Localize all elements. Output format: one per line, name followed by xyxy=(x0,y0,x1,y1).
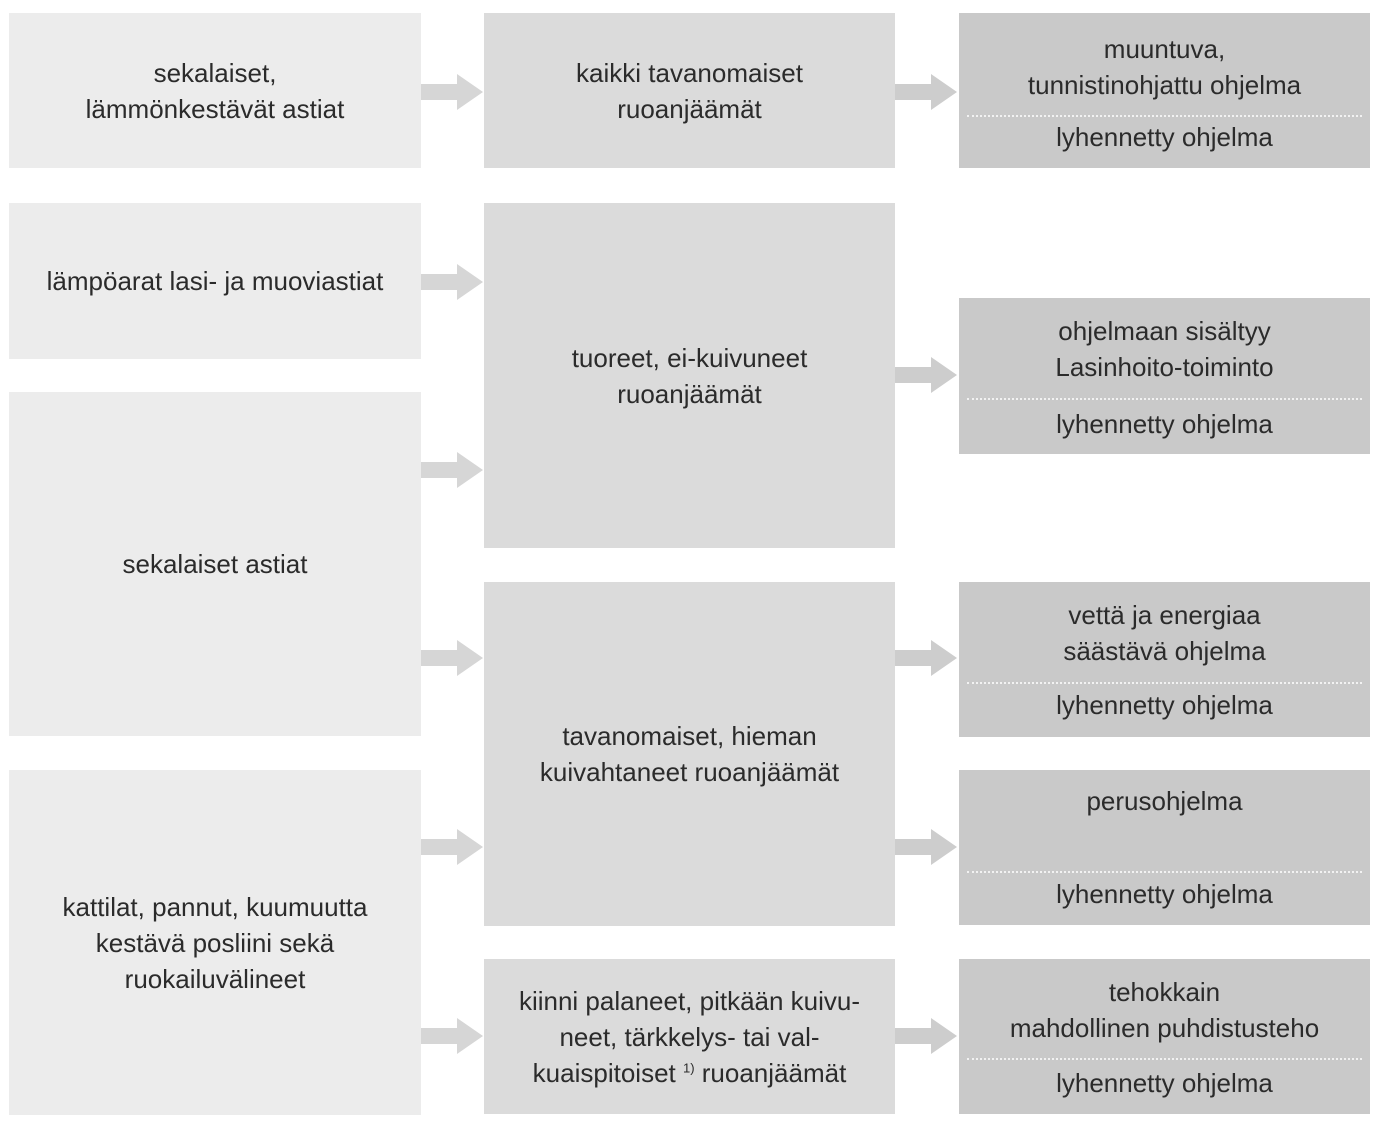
program-box-1-main: muuntuva, tunnistinohjattu ohjelma xyxy=(959,29,1370,105)
program-box-2-short-label: lyhennetty ohjelma xyxy=(1056,409,1273,439)
program-box-4-short-label: lyhennetty ohjelma xyxy=(1056,879,1273,909)
dishes-box-4-line-2: kestävä posliini sekä xyxy=(95,927,335,958)
soiling-box-4-line-3b: ruoanjäämät xyxy=(694,1057,847,1088)
dishes-box-1-line-2: lämmönkestävät astiat xyxy=(85,93,345,124)
dishes-box-4-line-1: kattilat, pannut, kuumuutta xyxy=(62,891,368,922)
program-box-2-main: ohjelmaan sisältyy Lasinhoito-toiminto xyxy=(959,313,1370,385)
program-box-4-short: lyhennetty ohjelma xyxy=(959,876,1370,912)
program-box-3-main: vettä ja energiaa säästävä ohjelma xyxy=(959,595,1370,671)
soiling-box-1-line-1: kaikki tavanomaiset xyxy=(576,57,803,88)
arrow-right-icon xyxy=(895,1018,957,1054)
program-box-1-short-label: lyhennetty ohjelma xyxy=(1056,122,1273,152)
arrow-right-icon xyxy=(895,74,957,110)
program-box-1-line-2: tunnistinohjattu ohjelma xyxy=(1027,70,1302,100)
soiling-box-4: kiinni palaneet, pitkään kuivu- neet, tä… xyxy=(484,959,895,1114)
dishes-box-2: lämpöarat lasi- ja muoviastiat xyxy=(9,203,421,359)
soiling-box-2-line-2: ruoanjäämät xyxy=(617,378,762,409)
program-box-2-short: lyhennetty ohjelma xyxy=(959,406,1370,442)
dishes-box-3: sekalaiset astiat xyxy=(9,392,421,736)
program-box-5-line-2: mahdollinen puhdistusteho xyxy=(1009,1013,1320,1043)
arrow-right-icon xyxy=(421,829,483,865)
dishes-box-1-line-1: sekalaiset, xyxy=(153,57,277,88)
program-box-2: ohjelmaan sisältyy Lasinhoito-toiminto l… xyxy=(959,298,1370,454)
program-box-1-short: lyhennetty ohjelma xyxy=(959,119,1370,155)
soiling-box-2-line-1: tuoreet, ei-kuivuneet xyxy=(571,342,808,373)
dishes-box-4-line-3: ruokailuvälineet xyxy=(124,963,306,994)
dishes-box-3-line-1: sekalaiset astiat xyxy=(122,549,308,579)
soiling-box-3-line-1: tavanomaiset, hieman xyxy=(562,721,817,751)
footnote-marker: 1) xyxy=(682,1059,695,1075)
soiling-box-4-line-3a: kuaispitoiset xyxy=(532,1057,683,1088)
arrow-right-icon xyxy=(895,357,957,393)
program-box-1-divider xyxy=(967,115,1362,117)
soiling-box-3-line-2: kuivahtaneet ruoanjäämät xyxy=(539,757,840,787)
program-box-4-main: perusohjelma xyxy=(959,783,1370,819)
arrow-right-icon xyxy=(421,1018,483,1054)
program-box-3-line-2: säästävä ohjelma xyxy=(1063,636,1266,666)
program-box-5-short: lyhennetty ohjelma xyxy=(959,1065,1370,1101)
soiling-box-1: kaikki tavanomaiset ruoanjäämät xyxy=(484,13,895,168)
dishes-box-4: kattilat, pannut, kuumuutta kestävä posl… xyxy=(9,770,421,1115)
program-box-1: muuntuva, tunnistinohjattu ohjelma lyhen… xyxy=(959,13,1370,168)
program-box-5-main: tehokkain mahdollinen puhdistusteho xyxy=(959,973,1370,1047)
program-box-4: perusohjelma lyhennetty ohjelma xyxy=(959,770,1370,925)
arrow-right-icon xyxy=(421,640,483,676)
arrow-right-icon xyxy=(421,264,483,300)
dishes-box-1: sekalaiset, lämmönkestävät astiat xyxy=(9,13,421,168)
program-box-1-line-1: muuntuva, xyxy=(1103,34,1226,64)
soiling-box-4-line-3: kuaispitoiset 1) ruoanjäämät xyxy=(533,1055,847,1091)
dishes-box-2-line-1: lämpöarat lasi- ja muoviastiat xyxy=(46,266,384,296)
program-box-3-short: lyhennetty ohjelma xyxy=(959,687,1370,723)
soiling-box-4-line-2: neet, tärkkelys- tai val- xyxy=(559,1021,820,1052)
program-box-4-line-1: perusohjelma xyxy=(1086,786,1243,816)
arrow-right-icon xyxy=(895,640,957,676)
soiling-box-4-line-1: kiinni palaneet, pitkään kuivu- xyxy=(518,985,861,1016)
arrow-right-icon xyxy=(421,452,483,488)
program-box-4-divider xyxy=(967,871,1362,873)
arrow-right-icon xyxy=(895,829,957,865)
program-box-3-short-label: lyhennetty ohjelma xyxy=(1056,690,1273,720)
program-box-5-short-label: lyhennetty ohjelma xyxy=(1056,1068,1273,1098)
program-box-2-line-1: ohjelmaan sisältyy xyxy=(1058,316,1271,346)
program-box-5-line-1: tehokkain xyxy=(1108,977,1221,1007)
soiling-box-3: tavanomaiset, hieman kuivahtaneet ruoanj… xyxy=(484,582,895,926)
arrow-right-icon xyxy=(421,74,483,110)
program-box-2-line-2: Lasinhoito-toiminto xyxy=(1055,352,1274,382)
program-box-3-divider xyxy=(967,682,1362,684)
program-box-3-line-1: vettä ja energiaa xyxy=(1068,600,1261,630)
program-box-2-divider xyxy=(967,398,1362,400)
program-box-5: tehokkain mahdollinen puhdistusteho lyhe… xyxy=(959,959,1370,1114)
program-box-5-divider xyxy=(967,1058,1362,1060)
soiling-box-2: tuoreet, ei-kuivuneet ruoanjäämät xyxy=(484,203,895,548)
soiling-box-1-line-2: ruoanjäämät xyxy=(617,93,762,124)
program-box-3: vettä ja energiaa säästävä ohjelma lyhen… xyxy=(959,582,1370,737)
